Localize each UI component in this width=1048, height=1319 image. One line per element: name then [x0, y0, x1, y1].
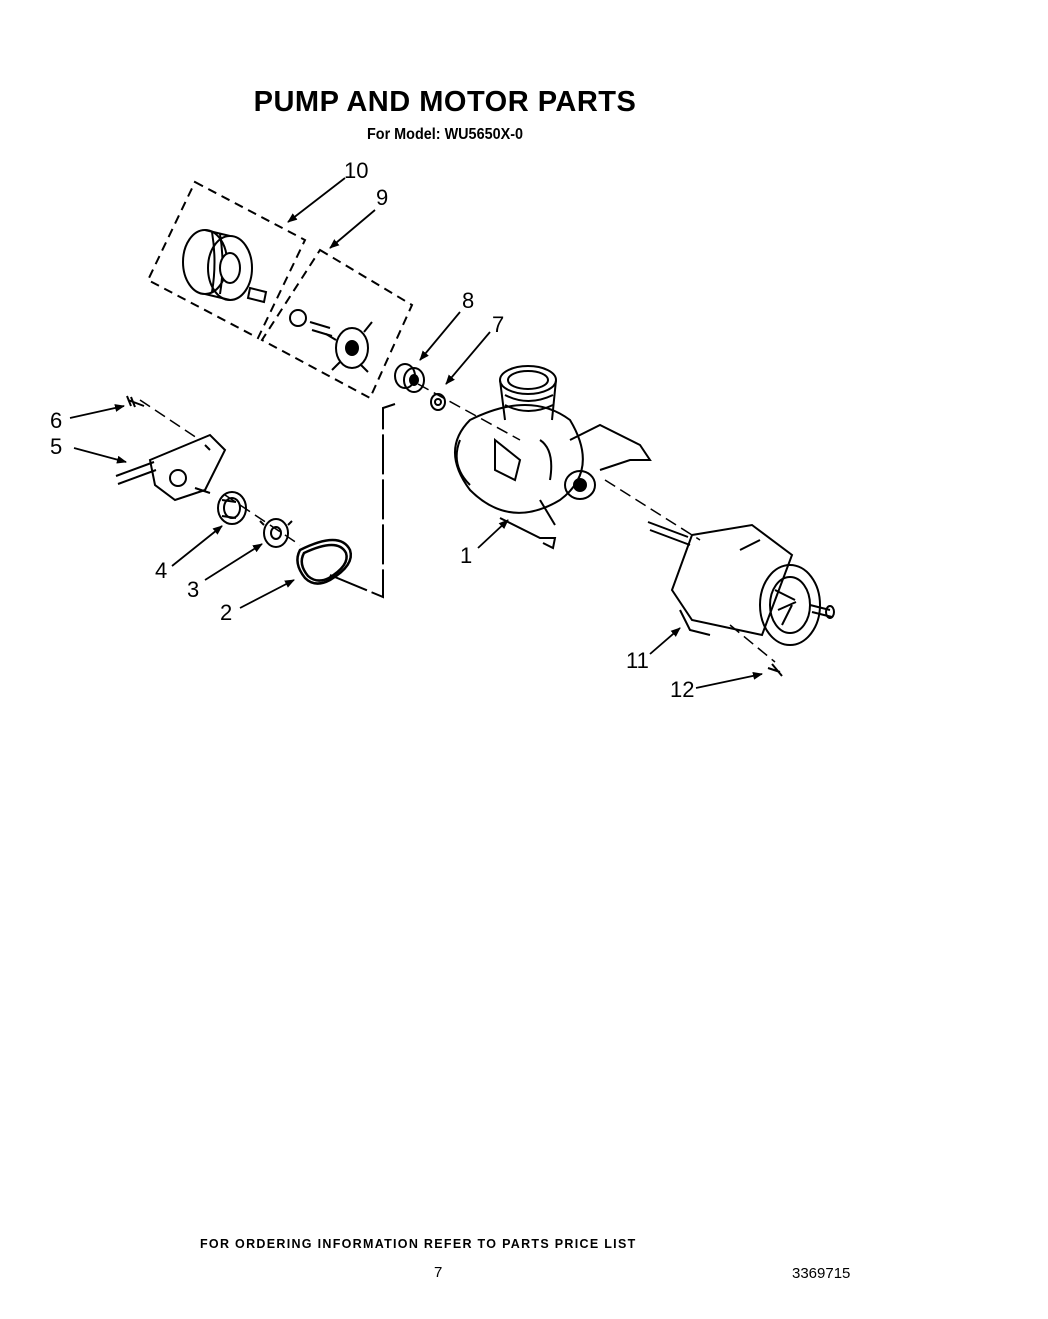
part-7-washer: [430, 393, 446, 411]
callout-1: 1: [460, 543, 472, 568]
part-4-ring: [217, 491, 247, 525]
leader-7: [445, 331, 491, 385]
leader-lines: [69, 177, 763, 689]
leader-9: [329, 209, 376, 249]
callout-12: 12: [670, 677, 694, 702]
cover-axis-line: [139, 399, 301, 546]
part-2-gasket: [296, 538, 353, 585]
part-1-pump-housing: [454, 365, 652, 550]
part-9-dashed-box: [260, 248, 414, 400]
model-subtitle: For Model: WU5650X-0: [366, 126, 524, 143]
callout-5: 5: [50, 434, 62, 459]
part-8-bushing: [394, 363, 425, 393]
document-number: 3369715: [792, 1265, 851, 1282]
leader-1: [477, 519, 509, 549]
part-6-screw: [126, 395, 145, 408]
assembly-axis-line: [417, 383, 701, 541]
callout-6: 6: [50, 408, 62, 433]
leader-2: [239, 579, 295, 609]
callout-2: 2: [220, 600, 232, 625]
part-9-impeller: [289, 309, 373, 373]
motor-axis-line: [729, 624, 776, 663]
part-5-pump-cover: [115, 433, 227, 502]
callout-4: 4: [155, 558, 167, 583]
leader-3: [204, 543, 263, 581]
part-10-dashed-box: [146, 180, 307, 340]
leader-4: [171, 525, 223, 567]
part-3-flange-seal: [259, 518, 293, 548]
callout-8: 8: [462, 288, 474, 313]
gasket-connector-line: [329, 403, 396, 599]
callout-7: 7: [492, 312, 504, 337]
leader-5: [73, 447, 127, 464]
leader-12: [695, 671, 763, 689]
page-number: 7: [434, 1264, 443, 1281]
part-11-motor: [647, 521, 835, 646]
callout-3: 3: [187, 577, 199, 602]
leader-10: [287, 177, 346, 223]
leader-8: [419, 311, 461, 361]
page-title: PUMP AND MOTOR PARTS: [253, 86, 637, 118]
callout-9: 9: [376, 185, 388, 210]
callout-10: 10: [344, 158, 368, 183]
callout-11: 11: [626, 648, 649, 673]
ordering-note: FOR ORDERING INFORMATION REFER TO PARTS …: [200, 1237, 637, 1251]
leader-6: [69, 404, 125, 419]
part-10-seal-assembly: [182, 229, 268, 304]
leader-11: [649, 627, 681, 655]
part-12-screw: [767, 663, 783, 677]
